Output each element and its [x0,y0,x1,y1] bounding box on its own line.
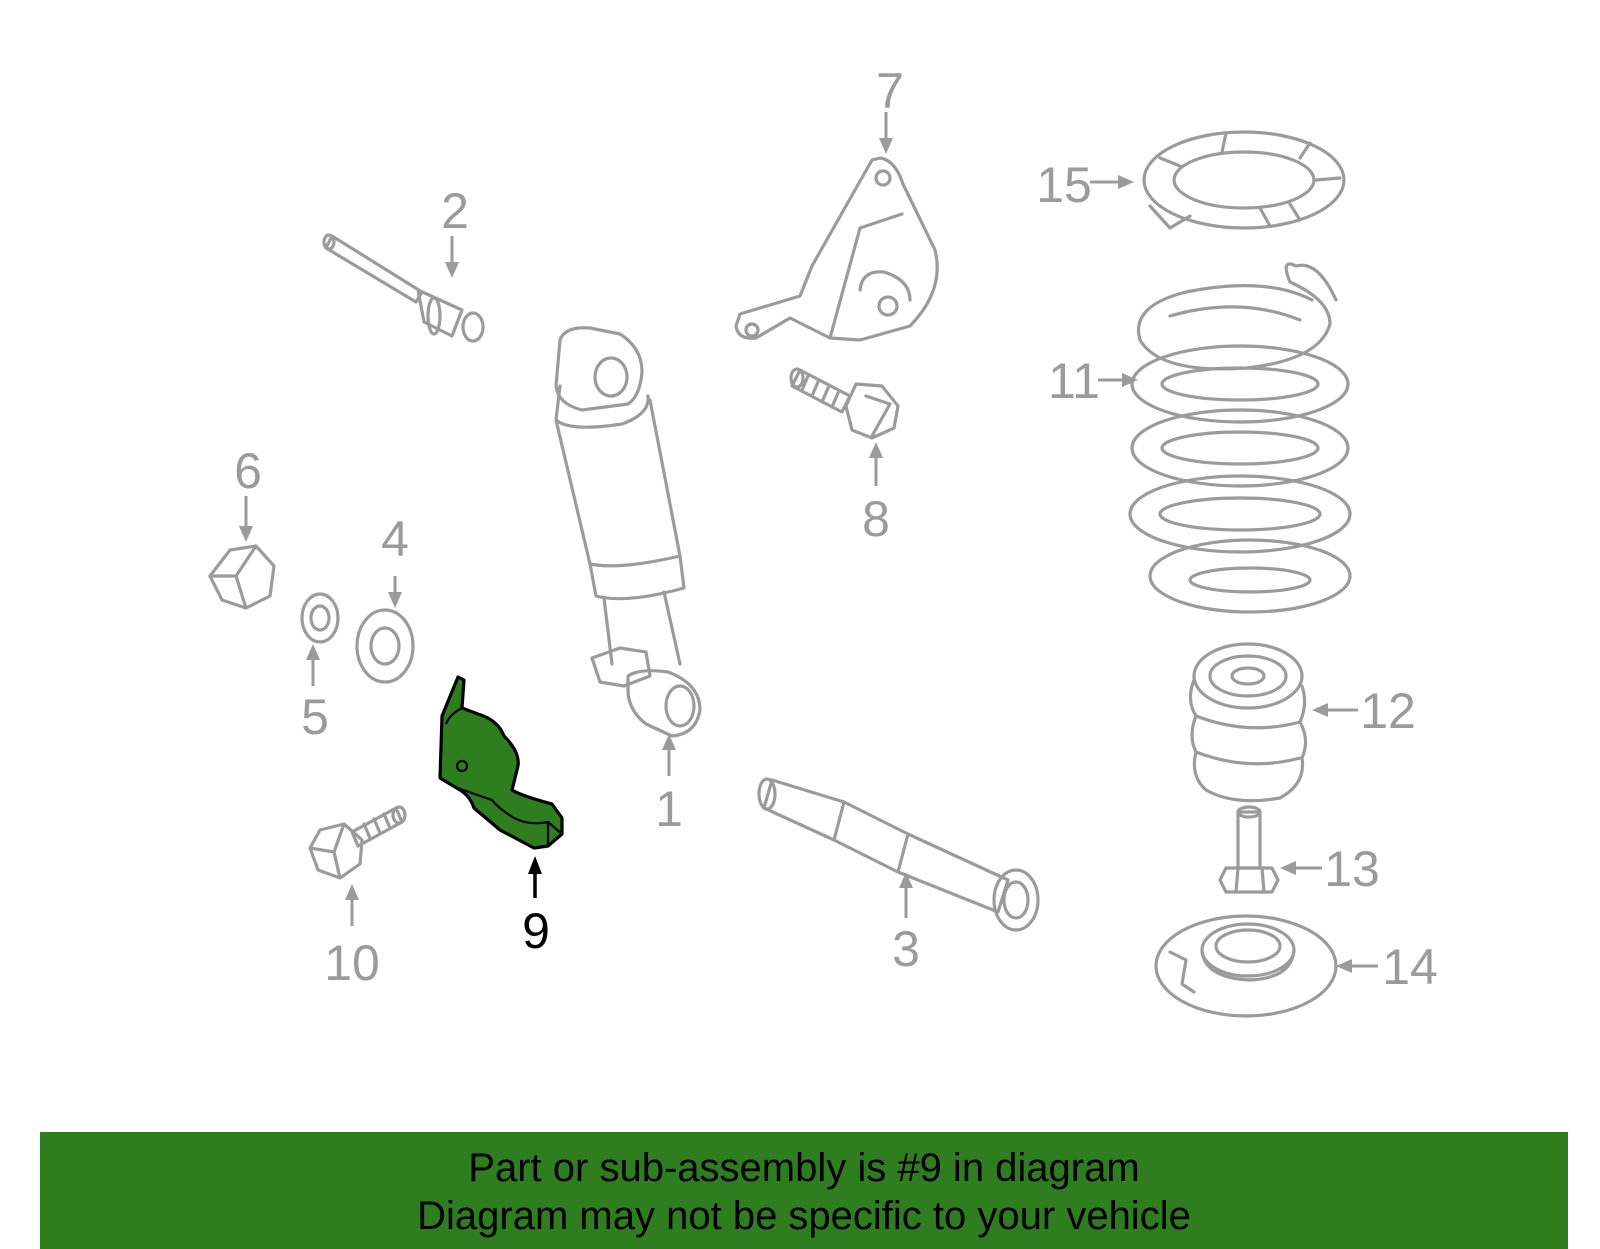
callout-13: 13 [1280,841,1380,897]
part-9-bracket[interactable] [438,675,564,850]
callout-5-label: 5 [301,689,329,745]
callout-12: 12 [1312,683,1416,739]
callout-10: 10 [324,884,380,991]
callout-14: 14 [1336,939,1438,995]
callout-8-label: 8 [862,491,890,547]
callout-6-label: 6 [234,443,262,499]
callout-11: 11 [1048,353,1138,409]
part-1-shock-absorber[interactable] [554,326,702,738]
banner-line-1: Part or sub-assembly is #9 in diagram [468,1146,1140,1190]
callout-1: 1 [655,734,683,837]
part-3-pin[interactable] [757,777,1040,932]
callout-7-label: 7 [876,63,904,119]
part-11-coil-spring[interactable] [1128,262,1352,614]
part-6-nut[interactable] [208,544,276,610]
callout-8: 8 [862,442,890,547]
info-banner: Part or sub-assembly is #9 in diagram Di… [40,1132,1568,1249]
callout-9: 9 [522,856,550,959]
part-12-bump-stop[interactable] [1188,642,1308,803]
callout-3-label: 3 [892,921,920,977]
part-7-bracket[interactable] [734,156,939,342]
part-15-spring-seat[interactable] [1142,130,1346,230]
callout-12-label: 12 [1360,683,1416,739]
part-13-bolt[interactable] [1218,805,1280,894]
part-4-washer[interactable] [355,608,415,684]
callout-10-label: 10 [324,935,380,991]
callout-3: 3 [892,872,920,977]
callout-11-label: 11 [1048,353,1100,409]
callout-14-label: 14 [1382,939,1438,995]
callout-1-label: 1 [655,781,683,837]
part-5-washer[interactable] [300,592,340,644]
banner-line-2: Diagram may not be specific to your vehi… [417,1194,1191,1238]
callout-13-label: 13 [1324,841,1380,897]
callout-2: 2 [441,183,469,278]
part-2-bolt[interactable] [322,233,485,343]
callout-15-label: 15 [1036,157,1092,213]
callout-6: 6 [234,443,262,542]
callout-4-label: 4 [381,511,409,567]
part-8-bolt[interactable] [789,367,900,440]
callout-7: 7 [876,63,904,154]
part-14-spring-seat[interactable] [1154,914,1338,1018]
part-10-bolt[interactable] [308,805,407,880]
callout-9-label: 9 [522,903,550,959]
callout-2-label: 2 [441,183,469,239]
callout-4: 4 [381,511,409,608]
callout-15: 15 [1036,157,1134,213]
callout-5: 5 [301,644,329,745]
